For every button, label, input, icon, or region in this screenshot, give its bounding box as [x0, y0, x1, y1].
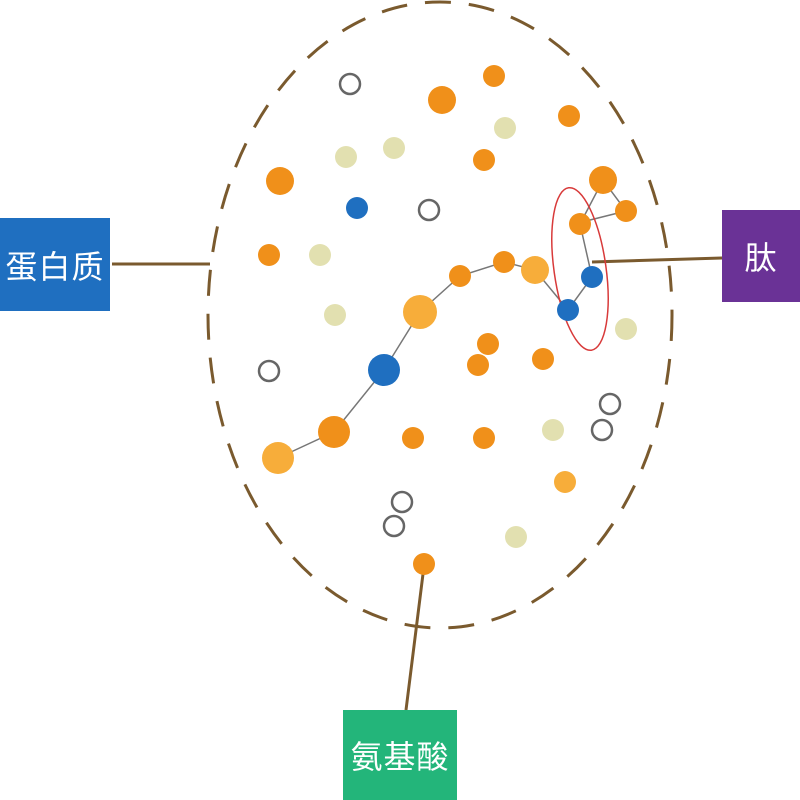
amino-acid-beige	[542, 419, 564, 441]
chain-residue	[318, 416, 350, 448]
amino-acid-hollow	[382, 514, 406, 538]
amino-acid-beige	[383, 137, 405, 159]
amino-acid-orange	[413, 553, 435, 575]
chain-residue	[521, 256, 549, 284]
amino-connector-line	[404, 565, 426, 711]
amino-acid-orange	[483, 65, 505, 87]
chain-residue	[615, 200, 637, 222]
amino-acid-orange	[402, 427, 424, 449]
amino-acid-hollow	[390, 490, 414, 514]
amino-acid-hollow	[590, 418, 614, 442]
protein-label: 蛋白质	[0, 218, 110, 311]
amino-acid-label-text: 氨基酸	[350, 738, 450, 776]
chain-residue	[569, 213, 591, 235]
amino-acid-orange	[558, 105, 580, 127]
amino-acid-orange	[467, 354, 489, 376]
amino-acid-beige	[505, 526, 527, 548]
amino-acid-hollow	[417, 198, 441, 222]
amino-acid-hollow	[338, 72, 362, 96]
chain-residue	[589, 166, 617, 194]
amino-acid-orange	[428, 86, 456, 114]
chain-residue	[262, 442, 294, 474]
chain-residue	[403, 295, 437, 329]
chain-residue	[557, 299, 579, 321]
amino-acid-orange	[473, 149, 495, 171]
protein-boundary	[206, 0, 674, 630]
protein-label-text: 蛋白质	[5, 247, 105, 286]
chain-residue	[493, 251, 515, 273]
amino-acid-orange	[477, 333, 499, 355]
amino-acid-orange	[532, 348, 554, 370]
amino-acid-orange	[266, 167, 294, 195]
amino-acid-label: 氨基酸	[343, 710, 457, 800]
amino-acid-beige	[615, 318, 637, 340]
amino-acid-orange	[473, 427, 495, 449]
amino-acid-orange	[554, 471, 576, 493]
chain-residue	[449, 265, 471, 287]
amino-acid-orange	[258, 244, 280, 266]
amino-acid-beige	[324, 304, 346, 326]
peptide-connector-line	[591, 256, 723, 264]
amino-acid-beige	[494, 117, 516, 139]
peptide-label: 肽	[722, 210, 800, 302]
amino-acid-hollow	[598, 392, 622, 416]
amino-acid-hollow	[257, 359, 281, 383]
chain-residue	[368, 354, 400, 386]
chain-residue	[581, 266, 603, 288]
amino-acid-beige	[309, 244, 331, 266]
amino-acid-beige	[335, 146, 357, 168]
peptide-label-text: 肽	[744, 239, 778, 277]
peptide-highlight-ellipse	[551, 186, 609, 352]
amino-acid-blue	[346, 197, 368, 219]
